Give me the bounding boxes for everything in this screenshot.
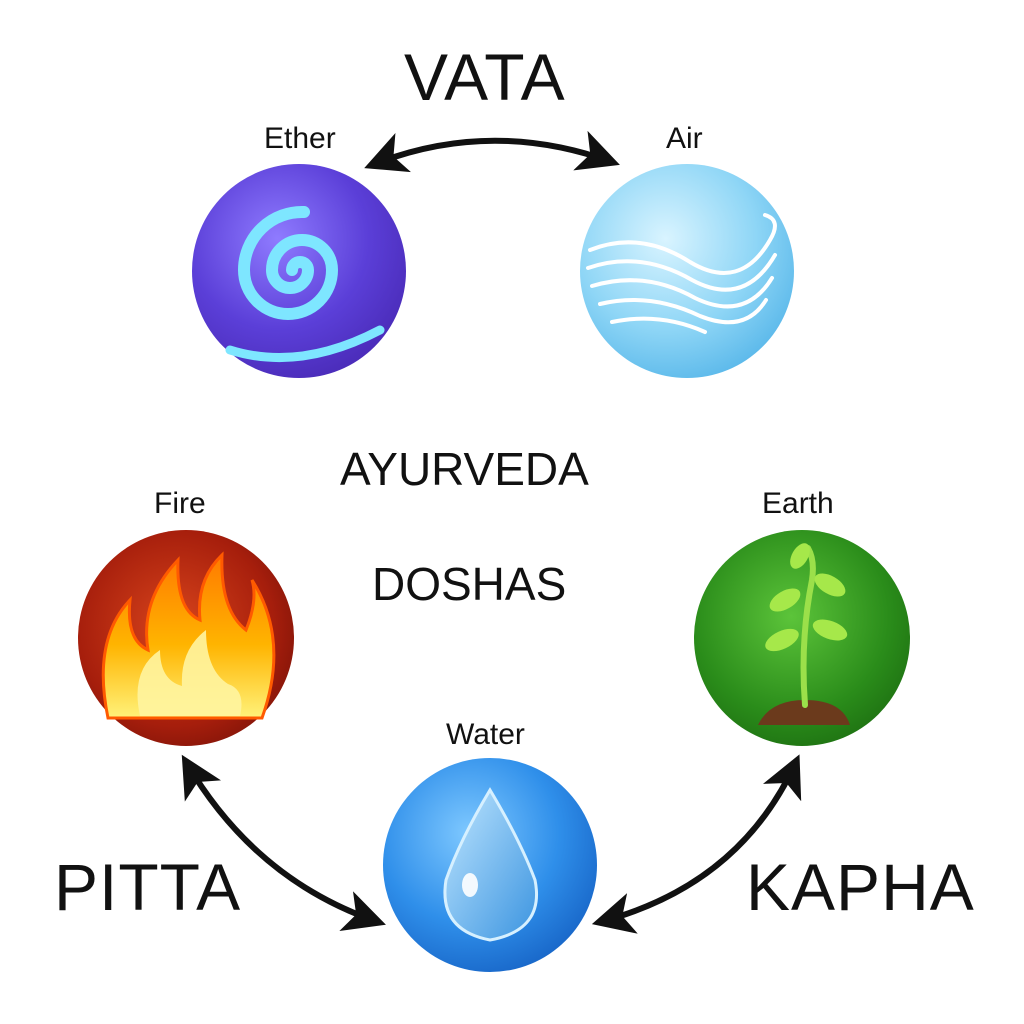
ether-circle — [192, 164, 406, 378]
earth-circle — [694, 530, 910, 746]
spiral-icon — [237, 205, 339, 320]
air-label: Air — [666, 122, 703, 155]
kapha-label: KAPHA — [746, 850, 975, 924]
title-line2: DOSHAS — [372, 558, 567, 610]
pitta-label: PITTA — [54, 850, 242, 924]
sprout-icon — [758, 543, 850, 725]
title-line1: AYURVEDA — [340, 443, 589, 495]
vata-label: VATA — [404, 40, 566, 114]
kapha-arrow — [591, 754, 802, 934]
earth-label: Earth — [762, 487, 834, 520]
fire-label: Fire — [154, 487, 206, 520]
pitta-arrow — [181, 754, 386, 932]
wind-icon — [586, 213, 777, 334]
ether-label: Ether — [264, 122, 336, 155]
vata-arrow — [364, 130, 620, 173]
water-label: Water — [446, 718, 525, 751]
water-circle — [383, 758, 597, 972]
fire-circle — [78, 530, 294, 746]
air-circle — [580, 164, 794, 378]
droplet-icon — [443, 787, 538, 942]
